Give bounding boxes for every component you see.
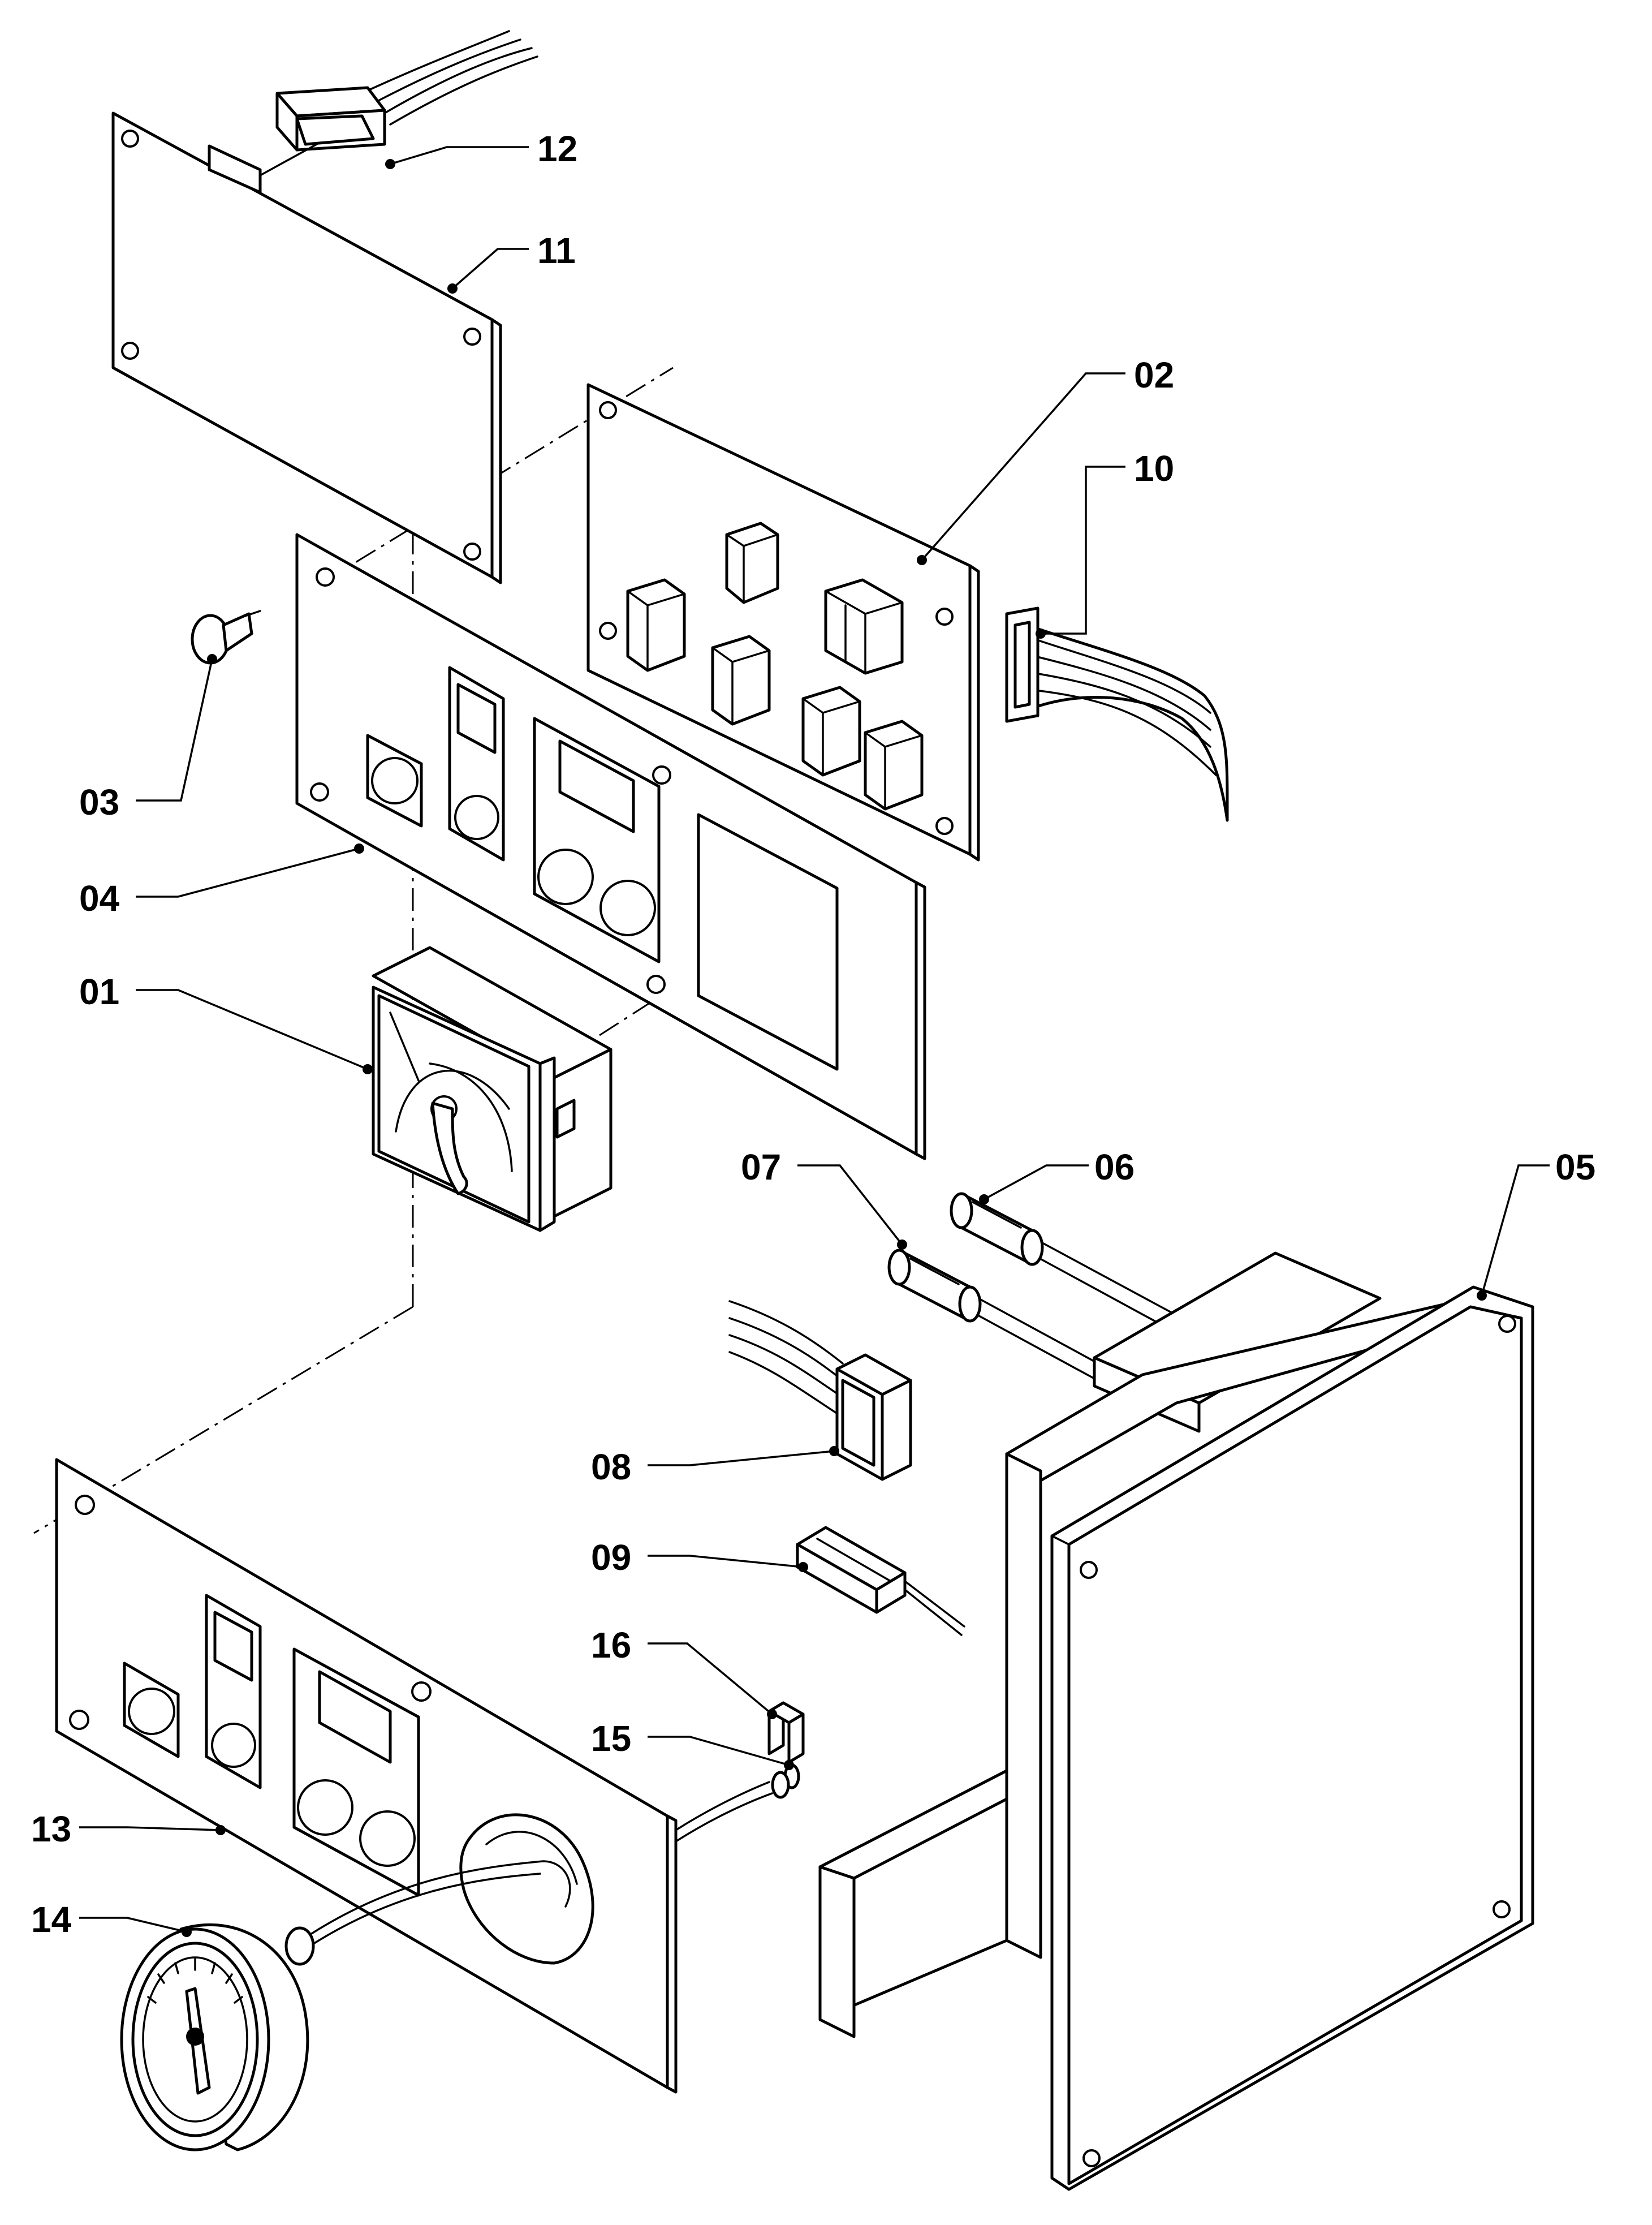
callout-07: 07 (741, 1147, 781, 1187)
part-08-connector (728, 1300, 912, 1481)
part-11-circuit-board (111, 111, 502, 584)
callout-15: 15 (591, 1718, 631, 1759)
callout-11: 11 (537, 230, 576, 271)
part-06-fuse (950, 1192, 1175, 1328)
callout-02: 02 (1134, 355, 1174, 395)
part-16-clip (767, 1701, 805, 1764)
callout-12: 12 (537, 128, 577, 169)
part-02-control-board (586, 383, 980, 862)
callout-04: 04 (79, 878, 120, 919)
part-09-sensor (796, 1526, 965, 1636)
callout-16: 16 (591, 1625, 631, 1665)
callout-08: 08 (591, 1447, 631, 1487)
callout-06: 06 (1094, 1147, 1135, 1187)
part-07-fuse (887, 1249, 1110, 1384)
callout-09: 09 (591, 1537, 631, 1578)
callout-10: 10 (1134, 448, 1174, 489)
part-05-housing (818, 1251, 1534, 2191)
part-04-panel-insert (295, 533, 926, 1160)
callout-14: 14 (31, 1899, 72, 1940)
callout-13: 13 (31, 1809, 71, 1849)
part-14-gauge (120, 1860, 571, 2151)
part-12-connector (259, 30, 538, 177)
board-buttons (626, 522, 924, 811)
gauge-ticks (147, 1958, 243, 2004)
callout-01: 01 (79, 971, 119, 1012)
leader-lines (79, 146, 1550, 1937)
part-01-dial-unit (372, 946, 613, 1232)
part-10-ribbon-cable (1005, 606, 1229, 822)
part-13-front-panel (55, 1458, 773, 2094)
callout-05: 05 (1555, 1147, 1595, 1187)
callout-03: 03 (79, 782, 119, 823)
part-03-push-clip (191, 610, 261, 665)
part-15-capillary-bulb (771, 1763, 800, 1799)
callout-labels: 12 11 02 10 03 04 01 06 07 05 08 09 16 1… (31, 128, 1595, 1940)
